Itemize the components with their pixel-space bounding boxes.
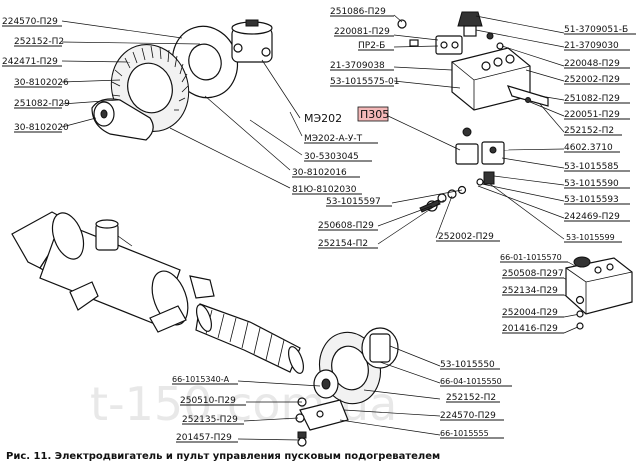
label-30-8102026: 30-8102026 — [14, 78, 69, 88]
label-252002-top: 252002-П29 — [564, 75, 620, 85]
label-242471: 242471-П29 — [2, 57, 58, 67]
label-252152-bottom: 252152-П2 — [446, 393, 496, 403]
label-30-5303045: 30-5303045 — [304, 152, 359, 162]
label-30-8102016: 30-8102016 — [292, 168, 347, 178]
label-242469: 242469-П29 — [564, 212, 620, 222]
label-66-04-1015550: 66-04-1015550 — [440, 377, 502, 386]
label-30-8102020: 30-8102020 — [14, 123, 69, 133]
label-224570-top: 224570-П29 — [2, 17, 58, 27]
label-51-3709051-b: 51-3709051-Б — [564, 25, 628, 35]
label-81yu-8102030: 81Ю-8102030 — [292, 185, 357, 195]
p305-highlight — [357, 106, 389, 122]
label-250508: 250508-П297 — [502, 269, 564, 279]
panel-part-labels: 251086-П29 220081-П29 ПР2-Б 21-3709038 5… — [318, 7, 636, 249]
label-me202-aut: МЭ202-А-У-Т — [304, 134, 363, 144]
figure-caption: Рис. 11. Электродвигатель и пульт управл… — [6, 451, 440, 462]
label-66-1015555: 66-1015555 — [440, 429, 489, 438]
label-251082-left: 251082-П29 — [14, 99, 70, 109]
label-me202-model: МЭ202 — [304, 112, 342, 125]
label-220048: 220048-П29 — [564, 59, 620, 69]
label-53-1015590: 53-1015590 — [564, 179, 619, 189]
motor-leader-lines — [61, 20, 303, 189]
electric-motor-assembly — [91, 19, 273, 141]
label-250510: 250510-П29 — [180, 396, 236, 406]
label-252135: 252135-П29 — [182, 415, 238, 425]
label-pr2b: ПР2-Б — [358, 41, 385, 51]
label-252002-mid: 252002-П29 — [438, 232, 494, 242]
label-53-1015575-01: 53-1015575-01 — [330, 77, 399, 87]
label-252134: 252134-П29 — [502, 286, 558, 296]
label-252152-top: 252152-П2 — [14, 37, 64, 47]
fan-housing-assembly — [295, 327, 399, 447]
label-201416: 201416-П29 — [502, 324, 558, 334]
label-66-01-1015570: 66-01-1015570 — [500, 253, 562, 262]
control-panel-assembly — [397, 11, 549, 213]
label-p305-model: П305 — [360, 108, 389, 121]
label-252152-right: 252152-П2 — [564, 126, 614, 136]
label-201457: 201457-П29 — [176, 433, 232, 443]
label-21-3709030: 21-3709030 — [564, 41, 619, 51]
label-53-1015597: 53-1015597 — [326, 197, 381, 207]
label-252004: 252004-П29 — [502, 308, 558, 318]
label-53-1015593: 53-1015593 — [564, 195, 619, 205]
motor-part-labels: 224570-П29 252152-П2 242471-П29 30-81020… — [2, 17, 378, 195]
label-21-3709038: 21-3709038 — [330, 61, 385, 71]
label-224570-bottom: 224570-П29 — [440, 411, 496, 421]
label-250608: 250608-П29 — [318, 221, 374, 231]
label-252154: 252154-П2 — [318, 239, 368, 249]
panel-leader-lines — [377, 14, 565, 245]
label-53-1015585: 53-1015585 — [564, 162, 619, 172]
lower-part-labels: 66-01-1015570 250508-П297 252134-П29 252… — [172, 253, 568, 443]
label-53-1015550: 53-1015550 — [440, 360, 495, 370]
label-53-1015599: 53-1015599 — [566, 233, 615, 242]
label-251082-right: 251082-П29 — [564, 94, 620, 104]
label-4602-3710: 4602.3710 — [564, 143, 613, 153]
label-220051: 220051-П29 — [564, 110, 620, 120]
lower-control-panel — [565, 256, 633, 330]
label-66-1015340-a: 66-1015340-А — [172, 375, 230, 384]
label-251086: 251086-П29 — [330, 7, 386, 17]
heater-body-assembly — [11, 211, 304, 374]
label-220081: 220081-П29 — [334, 27, 390, 37]
